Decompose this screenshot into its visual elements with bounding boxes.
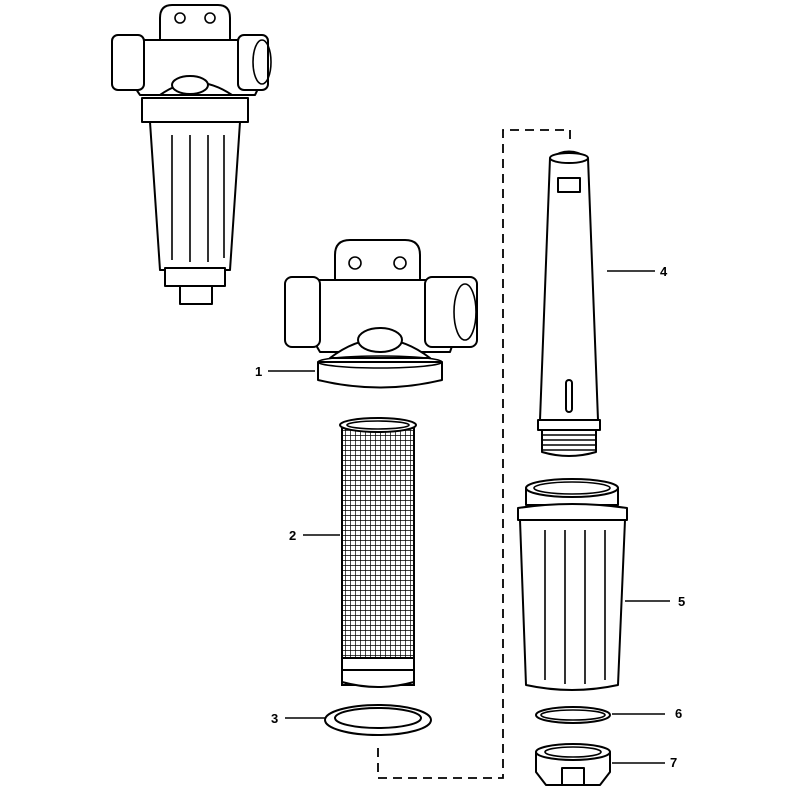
part-2-filter-screen (339, 417, 417, 688)
assembled-filter (111, 4, 272, 305)
callout-7: 7 (670, 755, 677, 770)
part-6-o-ring (535, 706, 611, 724)
part-1-filter-head (284, 239, 478, 389)
callout-2: 2 (289, 528, 296, 543)
callout-5: 5 (678, 594, 685, 609)
part-4-inner-tube (537, 150, 601, 457)
assembly-path-dashed-line (377, 129, 571, 779)
part-7-bowl-nut (535, 743, 611, 786)
callout-3: 3 (271, 711, 278, 726)
callout-4: 4 (660, 264, 668, 279)
part-3-gasket (324, 704, 432, 736)
callout-1: 1 (255, 364, 262, 379)
callout-6: 6 (675, 706, 682, 721)
part-5-filter-bowl (517, 478, 628, 691)
